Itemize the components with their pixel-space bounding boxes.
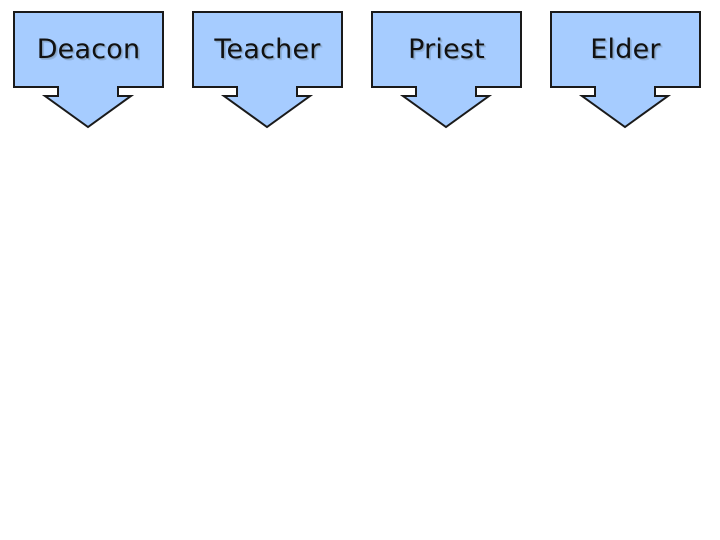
down-arrow-callout-shape (371, 11, 522, 129)
callout-elder: Elder (550, 11, 701, 129)
callout-teacher: Teacher (192, 11, 343, 129)
callout-label: Priest (408, 33, 485, 65)
callout-label: Deacon (36, 33, 141, 65)
callout-label: Elder (590, 33, 661, 65)
down-arrow-callout-shape (192, 11, 343, 129)
callout-priest: Priest (371, 11, 522, 129)
callout-label: Teacher (214, 33, 321, 65)
callout-deacon: Deacon (13, 11, 164, 129)
down-arrow-callout-shape (13, 11, 164, 129)
down-arrow-callout-shape (550, 11, 701, 129)
